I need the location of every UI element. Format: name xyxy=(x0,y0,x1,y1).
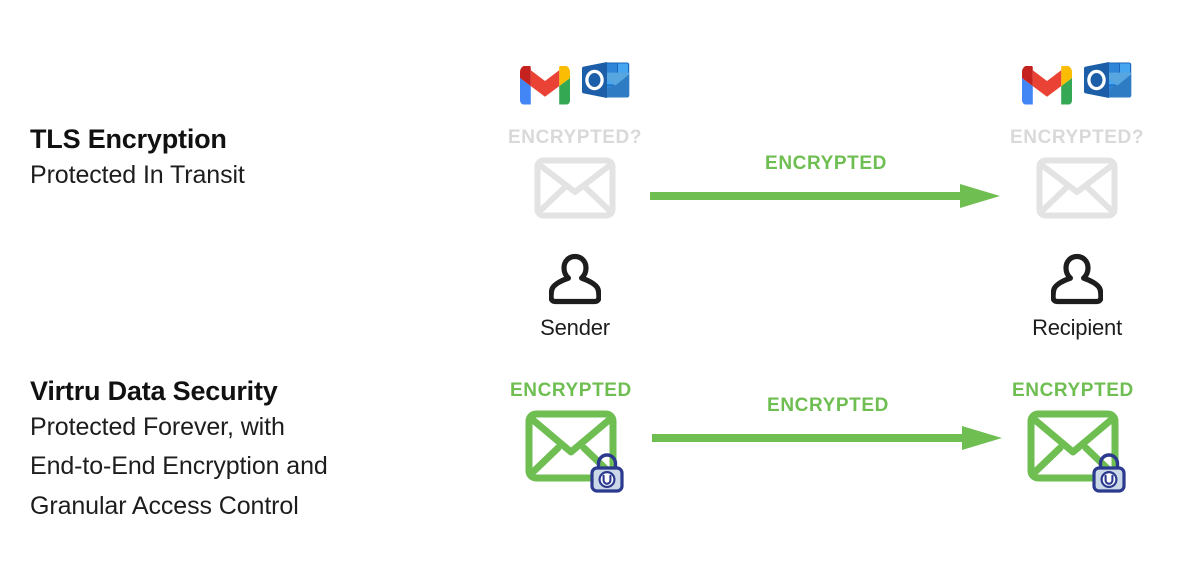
virtru-title: Virtru Data Security xyxy=(30,376,278,406)
arrow-right-icon xyxy=(650,184,1000,208)
virtru-recipient-state-label: ENCRYPTED xyxy=(1012,380,1134,401)
tls-text-block: TLS Encryption Protected In Transit xyxy=(30,123,245,195)
virtru-padlock-icon xyxy=(1092,453,1126,493)
virtru-diagram-row: ENCRYPTED ENCRYPTED xyxy=(470,370,1200,505)
tls-diagram-row: ENCRYPTED? Sender ENCRYPTED xyxy=(470,45,1200,345)
virtru-sender-state-label: ENCRYPTED xyxy=(510,380,632,401)
virtru-sender-node: ENCRYPTED xyxy=(510,380,632,493)
virtru-subtitle-line-1: Protected Forever, with xyxy=(30,412,285,441)
tls-title: TLS Encryption xyxy=(30,124,227,154)
tls-sender-app-logos xyxy=(519,55,631,105)
envelope-locked-icon xyxy=(525,410,617,482)
person-icon xyxy=(549,253,602,305)
virtru-text-block: Virtru Data Security Protected Forever, … xyxy=(30,375,328,526)
virtru-transit-arrow-group: ENCRYPTED xyxy=(652,395,1004,452)
virtru-recipient-envelope-wrap xyxy=(1027,410,1126,493)
tls-recipient-node: ENCRYPTED? Recipient xyxy=(1010,55,1144,341)
virtru-padlock-icon xyxy=(590,453,624,493)
tls-sender-node: ENCRYPTED? Sender xyxy=(508,55,642,341)
tls-transit-label: ENCRYPTED xyxy=(765,153,887,174)
tls-recipient-state-label: ENCRYPTED? xyxy=(1010,127,1145,148)
virtru-subtitle-line-2: End-to-End Encryption and xyxy=(30,452,328,481)
virtru-subtitle: Protected Forever, with End-to-End Encry… xyxy=(30,408,328,527)
tls-recipient-person-label: Recipient xyxy=(1032,315,1122,340)
tls-subtitle: Protected In Transit xyxy=(30,156,245,196)
tls-recipient-app-logos xyxy=(1021,55,1133,105)
tls-subtitle-line-1: Protected In Transit xyxy=(30,160,245,189)
virtru-recipient-node: ENCRYPTED xyxy=(1012,380,1134,493)
gmail-logo xyxy=(1022,66,1073,105)
arrow-right-icon xyxy=(652,426,1002,450)
tls-sender-person-label: Sender xyxy=(540,315,610,340)
envelope-plain-icon xyxy=(1036,157,1118,219)
tls-transit-arrow-group: ENCRYPTED xyxy=(650,153,1002,210)
tls-sender-state-label: ENCRYPTED? xyxy=(508,127,643,148)
gmail-logo xyxy=(520,66,571,105)
virtru-sender-envelope-wrap xyxy=(525,410,624,493)
outlook-logo xyxy=(582,62,630,98)
envelope-plain-icon xyxy=(534,157,616,219)
virtru-subtitle-line-3: Granular Access Control xyxy=(30,491,299,520)
person-icon xyxy=(1051,253,1104,305)
outlook-logo xyxy=(1084,62,1132,98)
virtru-transit-label: ENCRYPTED xyxy=(767,395,889,416)
